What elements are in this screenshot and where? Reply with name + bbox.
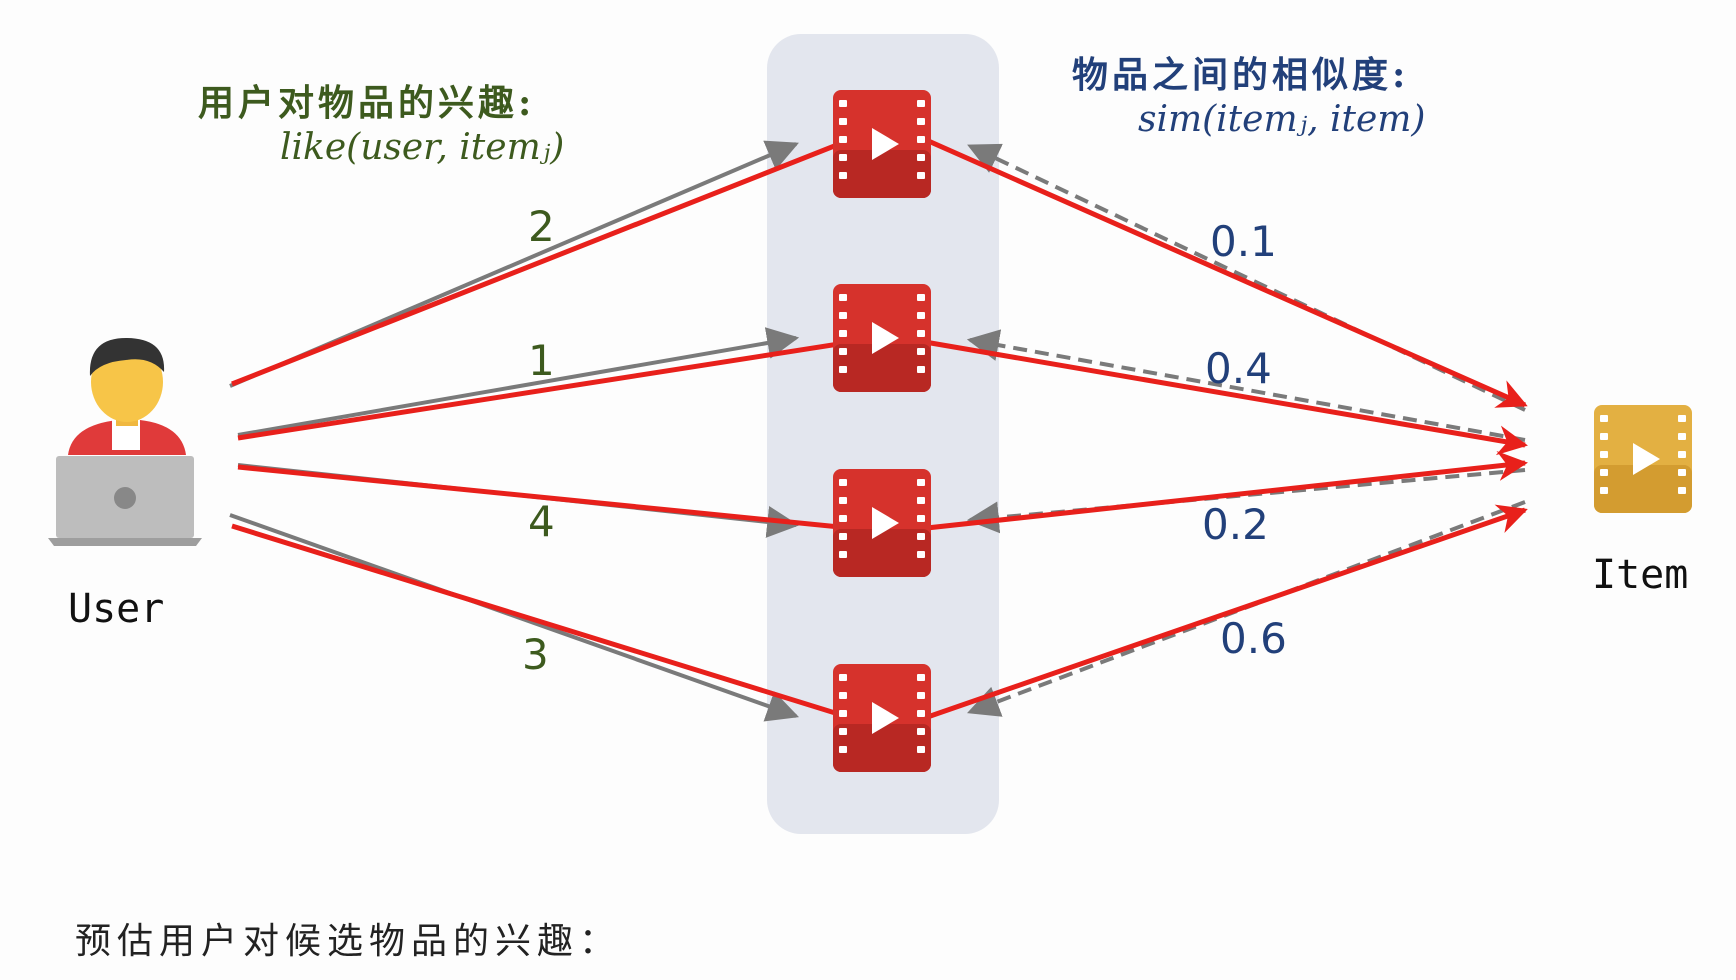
- interest-weight: 2: [528, 202, 555, 251]
- similarity-value: 0.1: [1210, 217, 1277, 266]
- video-clip-icon: [833, 90, 931, 198]
- interest-weight: 1: [528, 336, 555, 385]
- similarity-value: 0.6: [1220, 614, 1287, 663]
- items-panel: [767, 34, 999, 834]
- interest-weight: 3: [522, 630, 549, 679]
- interest-edge-2: [237, 327, 800, 437]
- interest-edges: [229, 140, 800, 722]
- video-clip-icon: [833, 284, 931, 392]
- interest-formula: like(user, itemⱼ): [280, 127, 565, 168]
- user-laptop-icon: [48, 338, 202, 546]
- similarity-edge-1: [967, 143, 1526, 412]
- similarity-edge-2: [966, 329, 1526, 442]
- interest-weight: 4: [528, 497, 555, 546]
- target-video-icon: [1594, 405, 1692, 513]
- item-label: Item: [1592, 552, 1689, 598]
- video-clip-icon: [833, 469, 931, 577]
- video-clip-icon: [833, 664, 931, 772]
- similarity-heading: 物品之间的相似度:: [1072, 54, 1410, 96]
- footer-caption: 预估用户对候选物品的兴趣：: [75, 921, 622, 962]
- interest-heading: 用户对物品的兴趣:: [198, 82, 536, 124]
- similarity-value: 0.4: [1205, 344, 1272, 393]
- similarity-formula: sim(itemⱼ, item): [1138, 99, 1426, 140]
- similarity-value: 0.2: [1202, 500, 1269, 549]
- user-label: User: [68, 586, 165, 632]
